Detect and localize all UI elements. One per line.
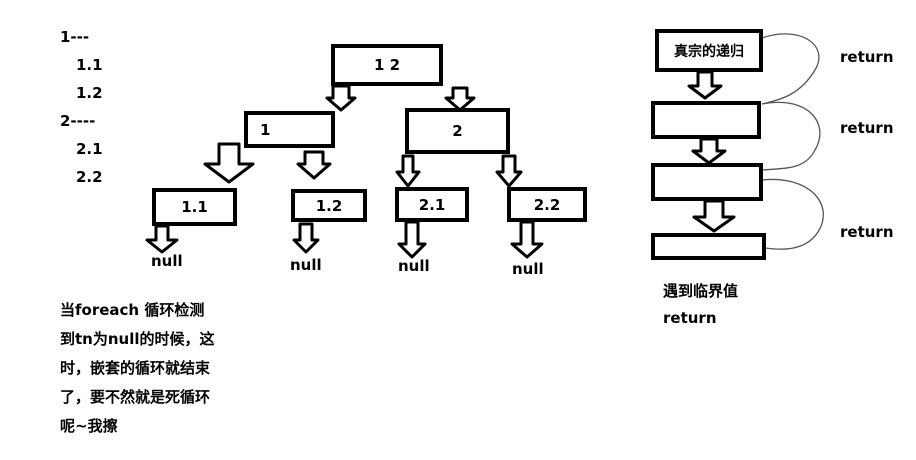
tree-node-2-2-label: 2.2 (533, 195, 561, 214)
return-label-1: return (840, 48, 894, 66)
tree-node-2-1-label: 2.1 (418, 195, 446, 214)
recursion-box-top: 真宗的递归 (655, 29, 763, 72)
foreach-note: 当foreach 循环检测 到tn为null的时候，这 时，嵌套的循环就结束 了… (60, 296, 240, 441)
return-loop-1 (761, 33, 820, 105)
tree-node-1-label: 1 (260, 120, 271, 139)
tree-node-1-1-label: 1.1 (181, 198, 208, 216)
outline-item-1: 1--- (60, 28, 90, 46)
note-line-5: 呢~我擦 (60, 417, 118, 435)
return-loop-2 (761, 101, 821, 171)
arrow-root-to-2 (444, 86, 476, 112)
arrow-recursion-3 (692, 199, 736, 233)
outline-item-2-1: 2.1 (76, 140, 103, 158)
return-loop-3 (761, 178, 824, 250)
return-label-2: return (840, 119, 894, 137)
arrow-2-1-to-null (397, 220, 427, 259)
note-line-3: 时，嵌套的循环就结束 (60, 359, 211, 377)
critical-value-label: 遇到临界值 (663, 282, 739, 300)
outline-item-2-2: 2.2 (76, 168, 103, 186)
note-line-1: 当foreach 循环检测 (60, 301, 205, 319)
outline-item-2: 2---- (60, 112, 96, 130)
outline-item-1-2: 1.2 (76, 84, 103, 102)
null-label-2: null (290, 256, 322, 274)
arrow-1-2-to-null (292, 222, 320, 254)
tree-node-1-1: 1.1 (152, 188, 237, 226)
recursion-box-bottom (651, 233, 766, 260)
tree-node-1-2: 1.2 (291, 189, 367, 222)
null-label-1: null (151, 252, 183, 270)
arrow-recursion-2 (691, 137, 727, 165)
arrow-2-2-to-null (510, 220, 544, 259)
recursion-box-2 (651, 101, 761, 139)
null-label-4: null (512, 260, 544, 278)
tree-node-1: 1 (244, 111, 335, 148)
arrow-2-to-2-1 (395, 154, 421, 188)
tree-node-root: 1 2 (331, 44, 443, 86)
outline-item-1-1: 1.1 (76, 56, 103, 74)
arrow-1-to-1-2 (296, 150, 332, 180)
tree-node-1-2-label: 1.2 (315, 196, 343, 215)
recursion-box-top-label: 真宗的递归 (674, 43, 744, 60)
tree-node-2: 2 (405, 108, 510, 154)
arrow-root-to-1 (325, 84, 357, 112)
note-line-4: 了，要不然就是死循环 (60, 388, 211, 406)
arrow-1-1-to-null (145, 224, 179, 254)
critical-return-label: return (663, 309, 717, 327)
recursion-box-3 (651, 163, 763, 201)
tree-node-2-label: 2 (452, 122, 463, 140)
tree-node-2-2: 2.2 (507, 187, 587, 222)
arrow-1-to-1-1 (203, 142, 255, 184)
return-label-3: return (840, 223, 894, 241)
tree-node-root-label: 1 2 (373, 56, 401, 74)
arrow-2-to-2-2 (495, 154, 523, 188)
null-label-3: null (398, 257, 430, 275)
tree-node-2-1: 2.1 (395, 187, 469, 222)
recursion-loops (761, 33, 824, 250)
note-line-2: 到tn为null的时候，这 (60, 330, 215, 348)
arrow-recursion-1 (687, 70, 723, 100)
